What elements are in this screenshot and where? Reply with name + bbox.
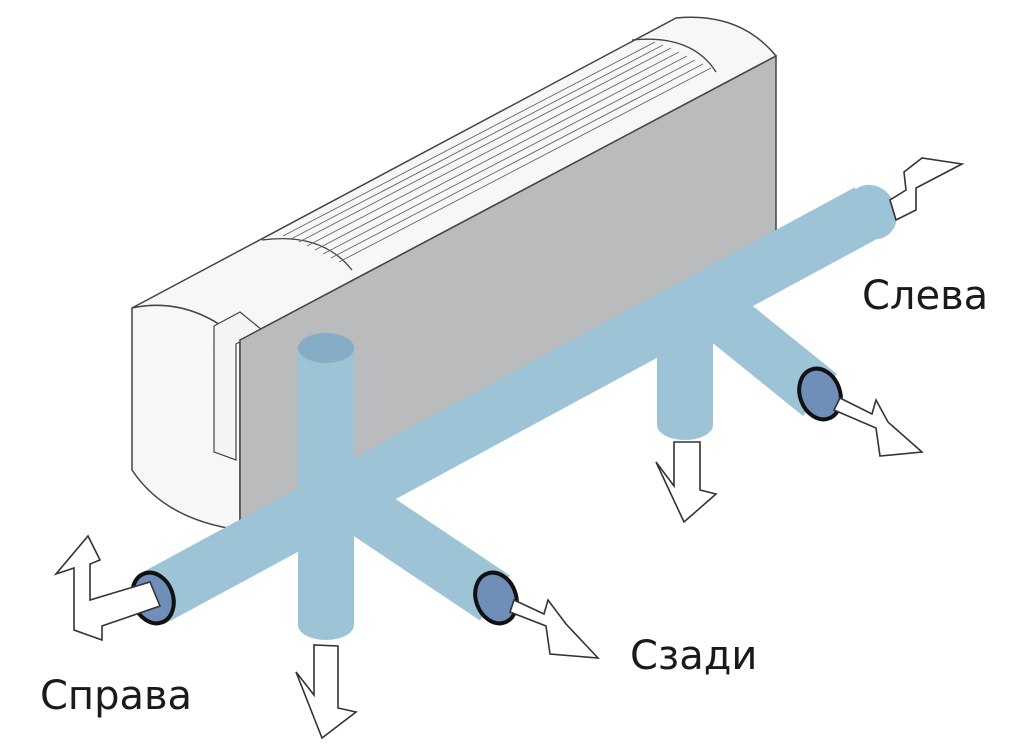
pipe-opening-back bbox=[473, 570, 519, 626]
main-pipe-left-cap bbox=[847, 184, 897, 240]
label-back: Сзади bbox=[630, 633, 758, 679]
arrow-down-rear bbox=[655, 441, 718, 524]
direction-arrows bbox=[53, 157, 965, 740]
pipe-opening-back-rear bbox=[797, 366, 843, 422]
arrow-left-side bbox=[889, 157, 965, 222]
arrow-back-center bbox=[509, 598, 601, 659]
unit-side-panel bbox=[213, 311, 264, 461]
vertical-pipe-rear-bottom bbox=[657, 410, 713, 440]
grille-separator bbox=[631, 38, 717, 73]
arrow-right-side bbox=[53, 534, 162, 642]
pipes bbox=[130, 184, 897, 640]
label-left: Слева bbox=[862, 273, 989, 319]
vertical-pipe-top bbox=[298, 333, 354, 363]
label-right: Справа bbox=[40, 673, 193, 719]
air-grille bbox=[282, 41, 712, 263]
vertical-pipe-bottom bbox=[298, 610, 354, 640]
arrow-back-rear bbox=[832, 396, 924, 457]
indoor-unit bbox=[131, 16, 778, 532]
main-pipe bbox=[136, 187, 882, 625]
arrow-down-center bbox=[295, 644, 358, 740]
grille-separator bbox=[261, 237, 353, 271]
